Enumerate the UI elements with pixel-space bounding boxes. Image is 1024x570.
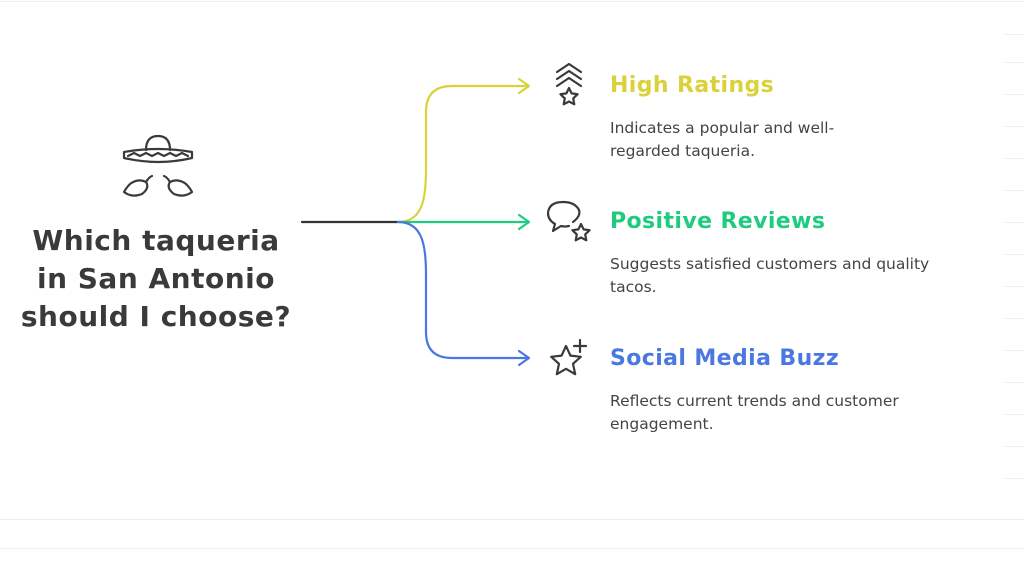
edge-tick: [1004, 286, 1024, 287]
sombrero-and-chili-peppers-icon: [122, 134, 194, 197]
edge-tick: [1004, 318, 1024, 319]
edge-tick: [1004, 382, 1024, 383]
edge-tick: [1004, 126, 1024, 127]
arrowhead-high-ratings: [517, 77, 531, 95]
arrowhead-social-media-buzz: [517, 349, 531, 367]
branch-title-high-ratings: High Ratings: [610, 73, 775, 98]
branch-description-high-ratings: Indicates a popular and well-regarded ta…: [610, 119, 835, 160]
branch-description-social-media-buzz: Reflects current trends and customer eng…: [610, 392, 899, 433]
arrowhead-positive-reviews: [517, 213, 531, 231]
edge-tick: [1004, 62, 1024, 63]
edge-tick: [1004, 350, 1024, 351]
bottom-border-line: [0, 519, 1024, 520]
edge-tick: [1004, 446, 1024, 447]
branch-description-positive-reviews: Suggests satisfied customers and quality…: [610, 255, 930, 296]
connector-high-ratings: [396, 84, 530, 224]
edge-tick: [1004, 478, 1024, 479]
rank-chevrons-star-icon: [555, 62, 583, 106]
question-title: Which taqueria in San Antonio should I c…: [20, 224, 292, 333]
branch-title-social-media-buzz: Social Media Buzz: [610, 346, 840, 371]
speech-bubble-star-icon: [546, 200, 591, 242]
footer-border-line: [0, 548, 1024, 549]
edge-tick: [1004, 94, 1024, 95]
edge-tick: [1004, 34, 1024, 35]
edge-tick: [1004, 158, 1024, 159]
edge-tick: [1004, 222, 1024, 223]
edge-tick: [1004, 414, 1024, 415]
top-border-line: [0, 1, 1024, 2]
connector-social-media-buzz: [396, 220, 530, 360]
star-plus-icon: [550, 338, 588, 376]
branch-title-positive-reviews: Positive Reviews: [610, 209, 826, 234]
edge-tick: [1004, 254, 1024, 255]
edge-tick: [1004, 190, 1024, 191]
